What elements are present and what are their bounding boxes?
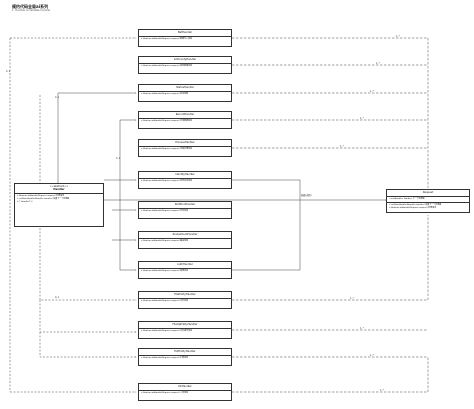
- node-method: + Boolean doHandle(Request request) 流程处理…: [141, 148, 193, 150]
- node-method: + Boolean doHandle(Request request) 权限校验: [141, 270, 189, 272]
- node-identityhandler[interactable]: IdentityHandler + Boolean doHandle(Reque…: [138, 171, 232, 189]
- edge-label: 0..1: [55, 296, 60, 299]
- edge-label: 1..*: [370, 90, 374, 93]
- request-field: - nextHandler: Handler 下一个处理器: [389, 198, 425, 200]
- request-method: + setNextHandler(Handler handler) 设置下一个处…: [389, 204, 442, 206]
- node-fileopentityhandler[interactable]: FileOpEntityHandler + Boolean doHandle(R…: [138, 321, 232, 339]
- node-statushandler[interactable]: StatusHandler + Boolean doHandle(Request…: [138, 84, 232, 102]
- edge-label: 依赖(调用): [301, 194, 312, 197]
- node-method: + Boolean doHandle(Request request) 文件操作…: [141, 330, 193, 332]
- edge-label: 1..*: [380, 389, 384, 392]
- node-routecheckhandler[interactable]: RouteCheckHandler + Boolean doHandle(Req…: [138, 231, 232, 249]
- request-class[interactable]: Request - nextHandler: Handler 下一个处理器 + …: [386, 189, 470, 213]
- node-method: + Boolean doHandle(Request request) 分区校验: [141, 210, 189, 212]
- edge-label: 1..*: [350, 297, 354, 300]
- handler-class[interactable]: <<abstract>> Handler + Boolean doHandle(…: [14, 183, 104, 227]
- edge-label: 1..*: [370, 354, 374, 357]
- node-method: + Boolean doHandle(Request request) 文件校验: [141, 300, 189, 302]
- node-name: RecordHandler: [139, 112, 231, 119]
- node-method: + Boolean doHandle(Request request) 数据写入…: [141, 38, 193, 40]
- node-name: StatusHandler: [139, 85, 231, 92]
- node-method: + Boolean doHandle(Request request) 记录数据…: [141, 120, 193, 122]
- node-processhandler[interactable]: ProcessHandler + Boolean doHandle(Reques…: [138, 139, 232, 157]
- handler-line: + Boolean doHandle(Request request) 处理请求: [17, 194, 65, 197]
- handler-name: Handler: [53, 188, 65, 191]
- node-name: AuthHandler: [139, 262, 231, 269]
- edge-label: 1..*: [340, 145, 344, 148]
- edge-label: 0..1: [116, 157, 121, 160]
- node-name: ExtEntityHandler: [139, 349, 231, 356]
- node-recordhandler[interactable]: RecordHandler + Boolean doHandle(Request…: [138, 111, 232, 129]
- edge-label: 0..1: [6, 70, 11, 73]
- node-name: FileOpEntityHandler: [139, 322, 231, 329]
- node-authhandler[interactable]: AuthHandler + Boolean doHandle(Request r…: [138, 261, 232, 279]
- page-subtitle: 1. Handler & Validate handler: [12, 9, 51, 12]
- node-method: + Boolean doHandle(Request request) 状态判断: [141, 93, 189, 95]
- node-method: + Boolean doHandle(Request request) 身份信息…: [141, 180, 193, 182]
- node-bathandler[interactable]: BatHandler + Boolean doHandle(Request re…: [138, 29, 232, 47]
- edge-label: 1..*: [360, 117, 364, 120]
- edge-label: 0..1: [55, 96, 60, 99]
- node-name: BatHandler: [139, 30, 231, 37]
- page-title: 规约代码全局ai系列: [12, 4, 49, 9]
- node-name: FileEntityHandler: [139, 292, 231, 299]
- node-isdcountyhandler[interactable]: IsdCountyHandler + Boolean doHandle(Requ…: [138, 56, 232, 74]
- request-method: + Boolean doHandle(Request request) 处理请求: [389, 207, 437, 209]
- node-method: + Boolean doHandle(Request request) 县区数据…: [141, 65, 193, 67]
- handler-line: + setNextHandler(Handler handler) 设置下一个处…: [17, 197, 70, 200]
- edge-label: 1..*: [396, 35, 400, 38]
- node-name: RouteCheckHandler: [139, 232, 231, 239]
- node-extentityhandler[interactable]: ExtEntityHandler + Boolean doHandle(Requ…: [138, 348, 232, 366]
- edge-label: 1..*: [376, 62, 380, 65]
- node-name: PartitionHandler: [139, 202, 231, 209]
- node-fileentityhandler[interactable]: FileEntityHandler + Boolean doHandle(Req…: [138, 291, 232, 309]
- node-method: + Boolean doHandle(Request request) 入库校验: [141, 392, 189, 394]
- node-method: + Boolean doHandle(Request request) 扩展校验: [141, 357, 189, 359]
- node-partitionhandler[interactable]: PartitionHandler + Boolean doHandle(Requ…: [138, 201, 232, 219]
- node-name: IdentityHandler: [139, 172, 231, 179]
- handler-line: + T Handle(T t): [17, 200, 33, 203]
- node-dbhandler[interactable]: DbHandler + Boolean doHandle(Request req…: [138, 383, 232, 401]
- request-name: Request: [387, 190, 469, 197]
- node-name: ProcessHandler: [139, 140, 231, 147]
- edge-label: 1..*: [360, 327, 364, 330]
- node-name: IsdCountyHandler: [139, 57, 231, 64]
- node-name: DbHandler: [139, 384, 231, 391]
- node-method: + Boolean doHandle(Request request) 路由校验: [141, 240, 189, 242]
- handler-stereotype: <<abstract>>: [49, 184, 69, 188]
